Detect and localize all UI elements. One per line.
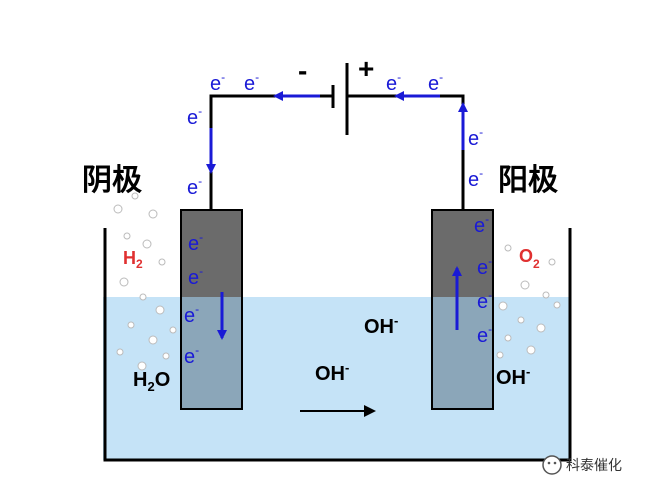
electron-label: e- — [477, 322, 492, 347]
wechat-icon — [542, 455, 562, 475]
electron-label: e- — [210, 70, 225, 95]
hydroxide-label-middle-top: OH- — [364, 313, 398, 338]
electron-label: e- — [468, 125, 483, 150]
hydroxide-label-right: OH- — [496, 364, 530, 389]
battery-minus-sign: - — [298, 55, 307, 86]
electron-label: e- — [477, 254, 492, 279]
watermark-text: 科泰催化 — [566, 458, 622, 474]
tank — [103, 228, 572, 462]
electron-label: e- — [187, 104, 202, 129]
electron-label: e- — [468, 166, 483, 191]
cathode-label: 阴极 — [82, 163, 142, 198]
electron-label: e- — [188, 230, 203, 255]
cathode-submerged — [182, 297, 241, 408]
anode-submerged — [433, 297, 492, 408]
circuit-wire-right — [347, 94, 465, 210]
oxygen-bubbles — [496, 244, 561, 359]
electron-label: e- — [474, 212, 489, 237]
anode-label: 阳极 — [498, 163, 558, 198]
electron-label: e- — [386, 70, 401, 95]
hydrogen-bubbles — [113, 192, 177, 371]
electron-label: e- — [244, 70, 259, 95]
electron-label: e- — [428, 70, 443, 95]
hydrogen-label: H2 — [123, 248, 143, 271]
electron-label: e- — [188, 264, 203, 289]
watermark: 科泰催化 — [542, 455, 622, 475]
hydroxide-label-middle: OH- — [315, 360, 349, 385]
oxygen-label: O2 — [519, 246, 540, 271]
electron-label: e- — [187, 174, 202, 199]
electron-label: e- — [184, 302, 199, 327]
battery-plus-sign: + — [358, 53, 374, 84]
water-label: H2O — [133, 369, 170, 394]
circuit-wire-left — [209, 94, 333, 210]
electron-label: e- — [184, 343, 199, 368]
electron-label: e- — [477, 288, 492, 313]
